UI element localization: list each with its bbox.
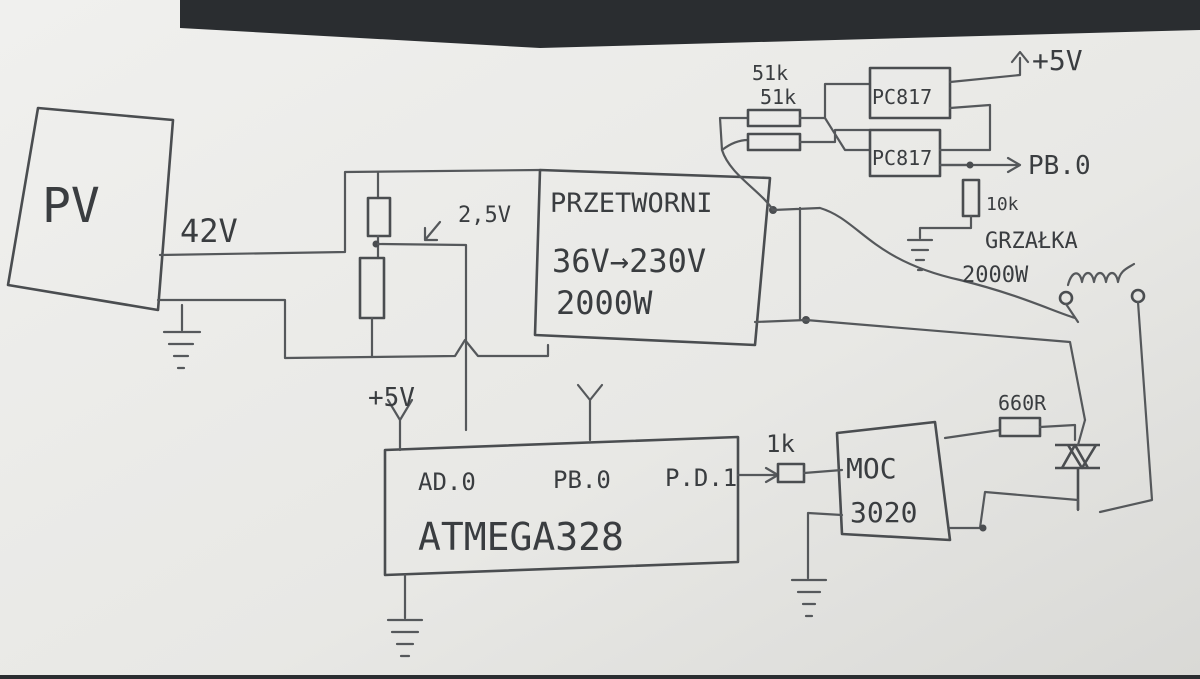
wire-pv-ground [162,303,202,370]
resistor-51k-b-label: 51k [760,85,796,109]
moc-block [835,420,952,542]
mcu-pin-adc: AD.0 [418,468,476,496]
converter-spec-voltage: 36V→230V [552,242,706,280]
atmega-block: AD.0 PB.0 P.D.1 ATMEGA328 +5V 1k [368,383,844,658]
moc-label-line2: 3020 [850,496,917,529]
optocoupler-section: 51k 51k PC817 PC817 +5V PB.0 10k [746,44,1091,272]
heater: GRZAŁKA 2000W [962,229,1154,514]
divider-arrow [423,220,442,242]
resistor-660r-label: 660R [998,391,1047,415]
converter-block: PRZETWORNI 36V→230V 2000W [533,168,772,347]
mcu-pin-pb0: PB.0 [553,466,611,494]
divider-tap-wire [376,242,468,432]
mcu-name: ATMEGA328 [418,515,624,559]
optocoupler-top [868,66,952,120]
wire-pv-positive [158,168,542,257]
wire-ac-neutral [753,318,1087,422]
pb0-output-label: PB.0 [1028,151,1091,181]
wire-ac-line [771,206,1077,322]
wire-pb0-out [938,156,1022,174]
converter-title: PRZETWORNI [550,188,713,219]
dark-background-corner [180,0,1200,48]
moc-label-line1: MOC [846,452,897,485]
pv-label: PV [42,178,100,234]
heater-label: GRZAŁKA [985,229,1078,254]
converter-spec-power: 2000W [556,284,653,322]
optocoupler-bottom [868,128,942,178]
pv-panel: PV 42V [6,106,238,312]
mcu-pin-pd1: P.D.1 [665,464,737,492]
voltage-divider: 2,5V [358,170,511,432]
vcc-top-label: +5V [1032,44,1083,77]
resistor-1k-label: 1k [766,430,795,458]
resistor-51k-a-label: 51k [752,61,788,85]
pv-voltage-label: 42V [180,212,238,250]
divider-voltage-label: 2,5V [458,203,511,228]
heater-power-label: 2000W [962,263,1029,288]
vcc-left-label: +5V [368,383,415,413]
triac-driver: MOC 3020 660R [790,391,1100,618]
resistor-10k-label: 10k [986,194,1019,215]
wire-pv-negative [156,298,550,360]
optocoupler-top-label: PC817 [872,85,932,109]
heater-coil [1066,262,1136,287]
optocoupler-bottom-label: PC817 [872,146,932,170]
